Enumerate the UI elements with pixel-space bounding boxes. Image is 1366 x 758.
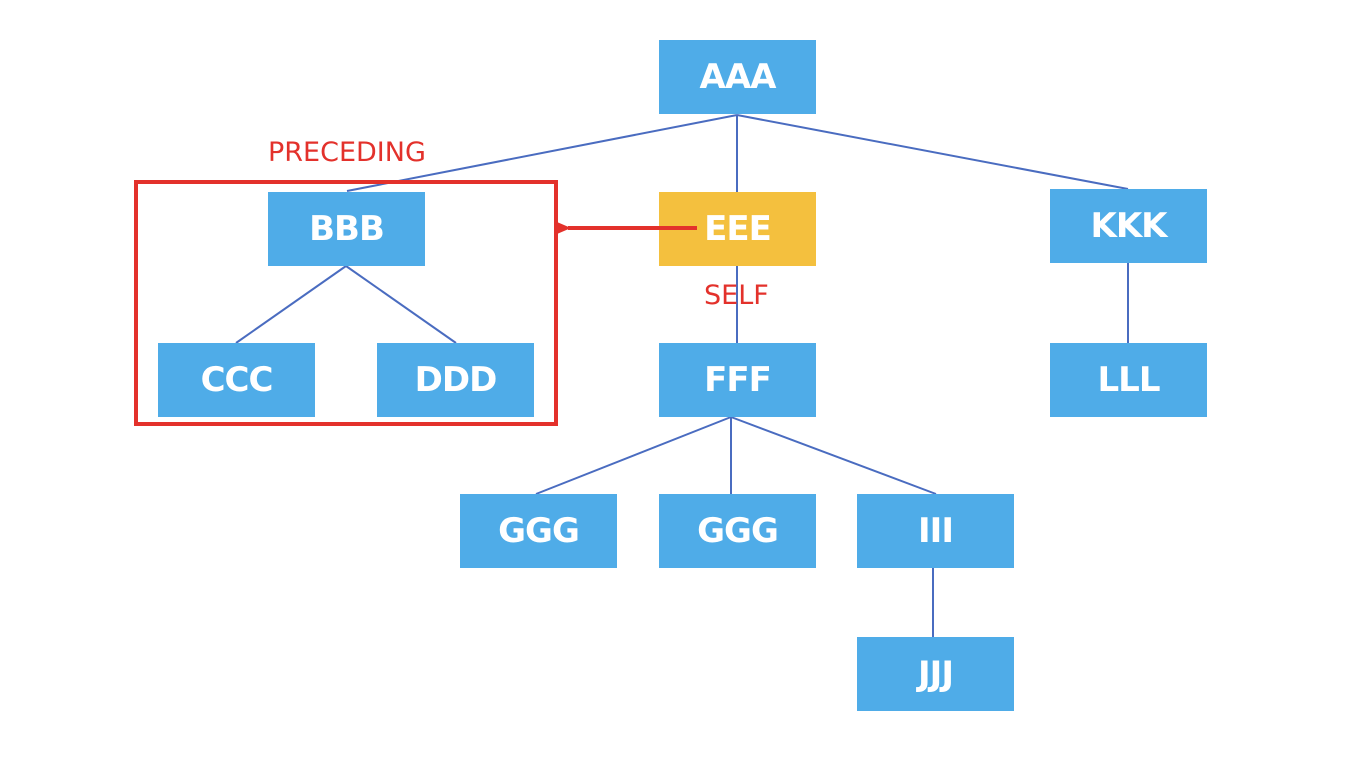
edge-aaa-kkk: [736, 114, 1129, 190]
edge-fff-ggg1: [535, 416, 732, 495]
node-eee-self[interactable]: EEE: [659, 192, 816, 266]
node-ccc[interactable]: CCC: [158, 343, 315, 417]
node-ggg-1[interactable]: GGG: [460, 494, 617, 568]
edge-fff-iii: [730, 416, 937, 495]
edge-bbb-ccc: [235, 265, 347, 344]
node-lll[interactable]: LLL: [1050, 343, 1207, 417]
node-ddd[interactable]: DDD: [377, 343, 534, 417]
node-kkk[interactable]: KKK: [1050, 189, 1207, 263]
node-fff[interactable]: FFF: [659, 343, 816, 417]
node-jjj[interactable]: JJJ: [857, 637, 1014, 711]
node-aaa[interactable]: AAA: [659, 40, 816, 114]
node-ggg-2[interactable]: GGG: [659, 494, 816, 568]
edge-aaa-bbb: [346, 114, 738, 192]
self-label: SELF: [704, 280, 769, 311]
preceding-group-box: [134, 180, 558, 426]
preceding-label: PRECEDING: [268, 137, 426, 168]
node-bbb[interactable]: BBB: [268, 192, 425, 266]
node-iii[interactable]: III: [857, 494, 1014, 568]
edge-bbb-ddd: [345, 265, 457, 344]
